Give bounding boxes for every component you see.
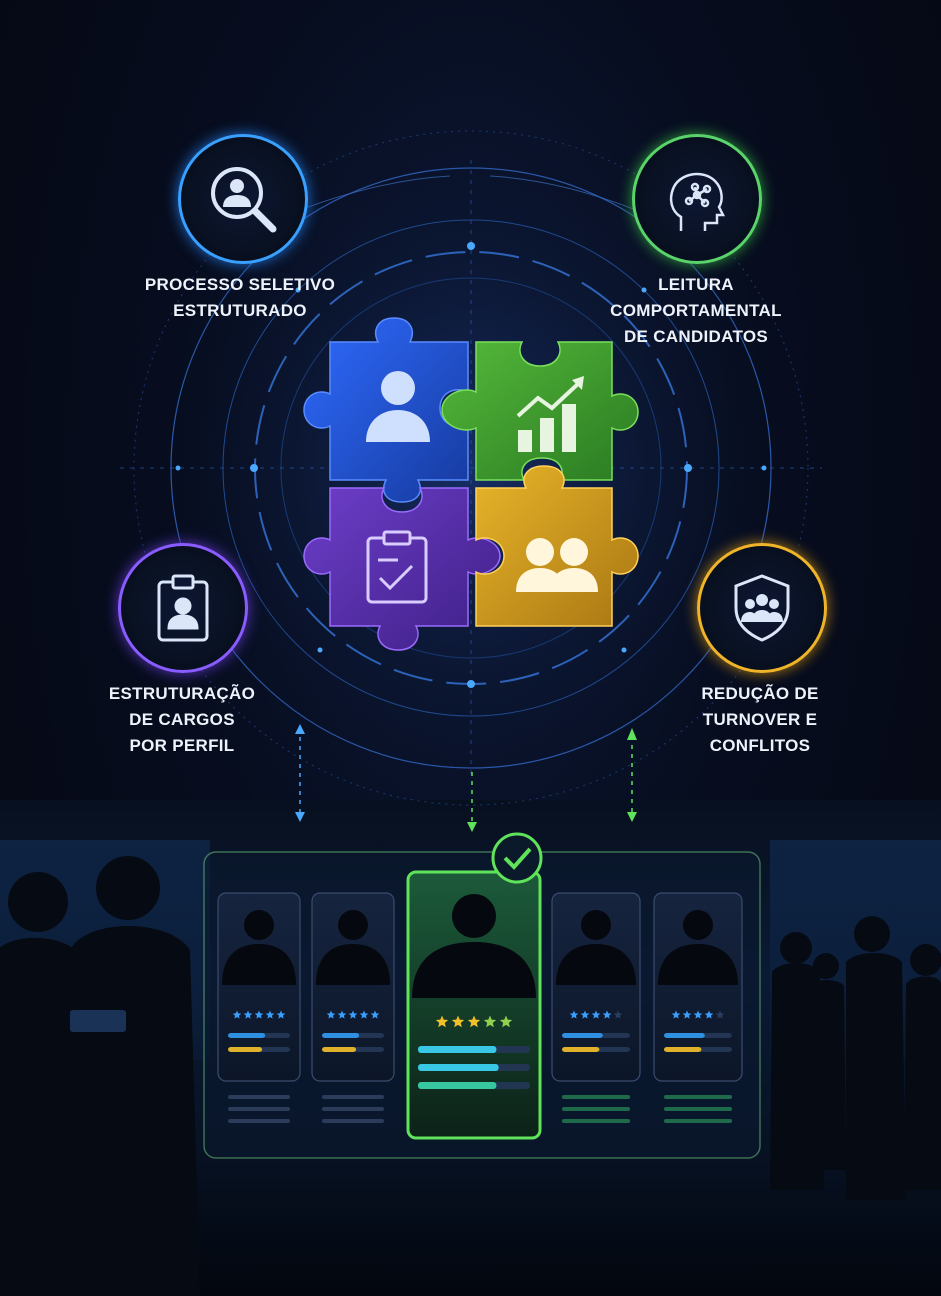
rating-bar-fill (228, 1033, 266, 1038)
rating-bar-fill (418, 1064, 499, 1071)
candidate-silhouette (658, 910, 738, 985)
puzzle-piece-growth (441, 341, 639, 481)
growth-chart-icon (516, 376, 584, 452)
star-icon (693, 1010, 703, 1019)
node-connectors (299, 175, 637, 211)
star-icon (704, 1010, 714, 1019)
candidate-cards (217, 870, 743, 1140)
candidate-card (653, 892, 743, 1082)
rating-bar-fill (322, 1033, 360, 1038)
head-network-icon (632, 134, 762, 264)
orbit-dot (317, 647, 323, 653)
orbit-dot (684, 464, 692, 472)
star-icon (602, 1010, 612, 1019)
candidate-card (217, 892, 301, 1082)
candidate-silhouette (412, 894, 536, 998)
rating-bar-fill (664, 1033, 705, 1038)
reflection-bar (322, 1095, 384, 1099)
clipboard-check-icon (366, 530, 428, 604)
star-icon (499, 1015, 513, 1028)
reflection-bar (664, 1095, 732, 1099)
star-icon (254, 1010, 264, 1019)
reflection-bar (562, 1119, 630, 1123)
star-icon (715, 1010, 725, 1019)
rating-bar-fill (228, 1047, 263, 1052)
orbit-dot (467, 242, 475, 250)
team-icon (516, 538, 598, 592)
check-icon (503, 847, 532, 870)
orbit-dot (761, 465, 767, 471)
rating-bar-fill (418, 1046, 497, 1053)
people-silhouettes-left (0, 856, 200, 1296)
star-icon (359, 1010, 369, 1019)
card-frame (406, 870, 542, 1140)
candidate-card (311, 892, 395, 1082)
person-icon (366, 371, 430, 442)
candidate-silhouette (316, 910, 390, 985)
rating-bar-fill (562, 1047, 600, 1052)
star-icon (265, 1010, 275, 1019)
reflection-bar (562, 1107, 630, 1111)
people-silhouettes-right (770, 916, 941, 1200)
puzzle (303, 317, 639, 651)
rating-bar-fill (418, 1082, 497, 1089)
crosshair-lines (120, 160, 822, 780)
reflection-bar (322, 1119, 384, 1123)
star-icon (326, 1010, 336, 1019)
star-icon (451, 1015, 465, 1028)
star-icon (232, 1010, 242, 1019)
orbit-dot (641, 287, 647, 293)
flow-arrows (295, 724, 637, 832)
candidate-silhouette (222, 910, 296, 985)
star-icon (682, 1010, 692, 1019)
star-icon (276, 1010, 286, 1019)
selected-check-badge (491, 832, 543, 884)
orbit-dot (621, 647, 627, 653)
reflection-bar (228, 1119, 290, 1123)
star-icon (613, 1010, 623, 1019)
shield-team-icon (697, 543, 827, 673)
badge-user-icon (118, 543, 248, 673)
star-icon (591, 1010, 601, 1019)
magnifier-user-icon (178, 134, 308, 264)
candidate-silhouette (556, 910, 636, 985)
reflection-bar (664, 1107, 732, 1111)
rating-bar-fill (322, 1047, 357, 1052)
star-icon (243, 1010, 253, 1019)
featured-candidate-card (406, 870, 542, 1140)
reflection-bar (322, 1107, 384, 1111)
orbit-dot (295, 287, 301, 293)
star-icon (435, 1015, 449, 1028)
star-icon (580, 1010, 590, 1019)
star-icon (337, 1010, 347, 1019)
puzzle-piece-checklist (303, 487, 501, 651)
reflection-bar (228, 1095, 290, 1099)
orbit-dot (250, 464, 258, 472)
candidate-card (551, 892, 641, 1082)
rating-bar-fill (664, 1047, 702, 1052)
star-icon (569, 1010, 579, 1019)
puzzle-piece-person (303, 317, 469, 503)
star-icon (483, 1015, 497, 1028)
star-icon (370, 1010, 380, 1019)
reflection-bar (664, 1119, 732, 1123)
orbit-dot (175, 465, 181, 471)
puzzle-piece-team (475, 465, 639, 627)
rating-bar-fill (562, 1033, 603, 1038)
star-icon (348, 1010, 358, 1019)
orbit-dots (175, 242, 767, 688)
orbit-dot (467, 680, 475, 688)
star-icon (671, 1010, 681, 1019)
reflection-bar (228, 1107, 290, 1111)
reflection-bar (562, 1095, 630, 1099)
star-icon (467, 1015, 481, 1028)
